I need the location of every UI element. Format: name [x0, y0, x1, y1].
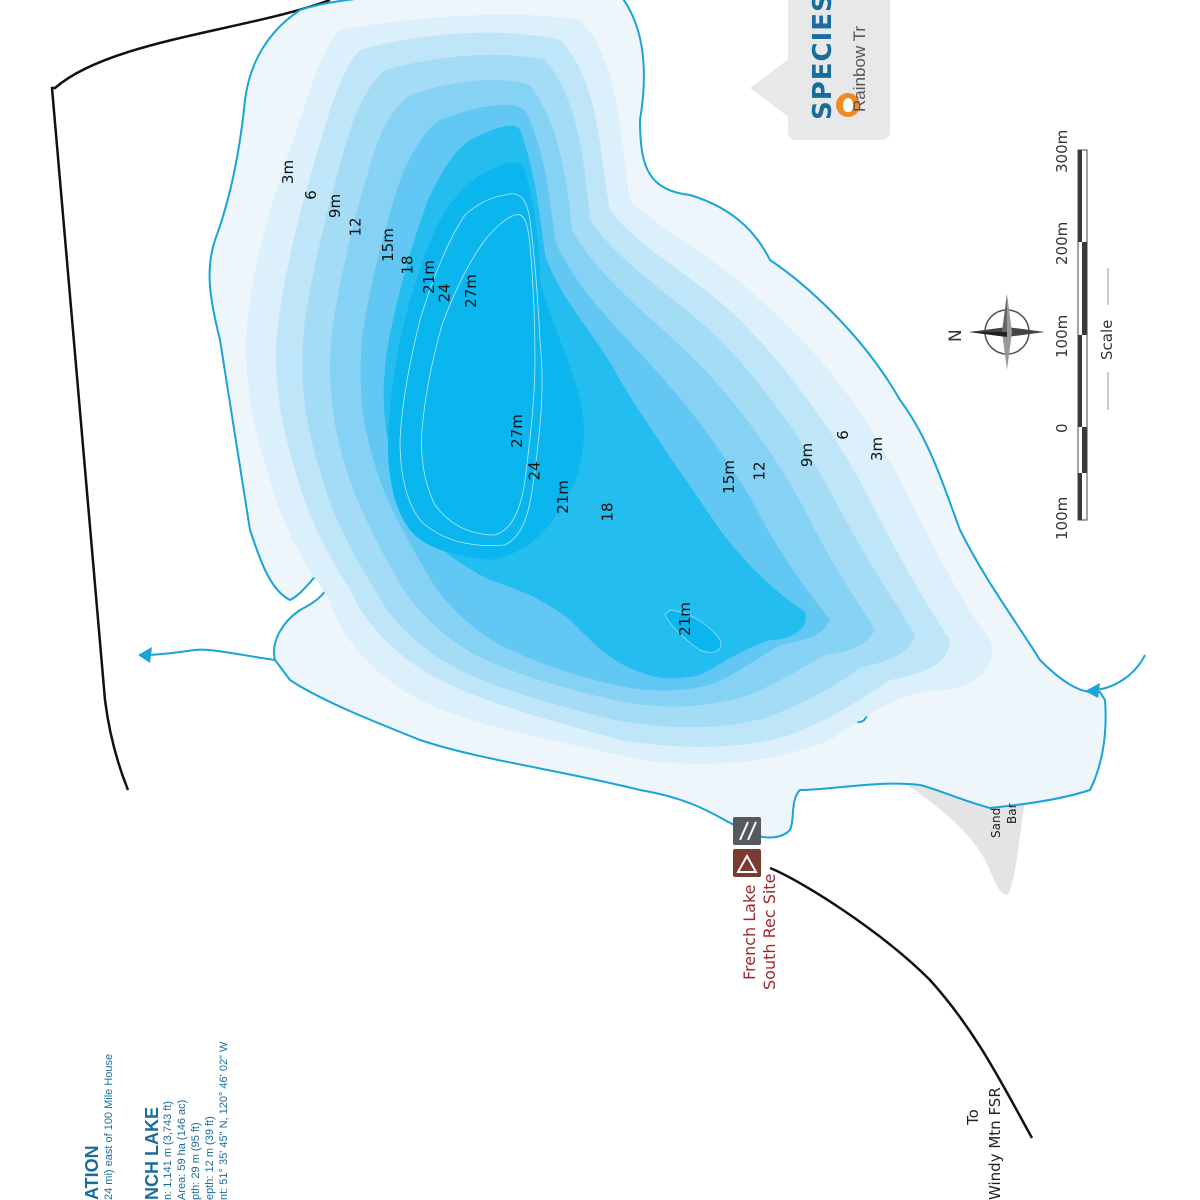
road-label-line2: Windy Mtn FSR — [986, 1087, 1004, 1200]
inflow-stream — [1094, 654, 1146, 691]
lake-info-line: pth: 29 m (95 ft) — [190, 1122, 202, 1200]
lake-info-line: n: 1,141 m (3,743 ft) — [162, 1100, 174, 1200]
scale-tick-300: 300m — [1053, 129, 1071, 173]
lake-info-line: Area: 59 ha (146 ac) — [176, 1099, 188, 1200]
depth-band-south-21 — [664, 609, 722, 653]
outflow-arrow-icon — [138, 647, 152, 663]
lake-info-line: nt: 51° 35' 45" N, 120° 46' 02" W — [218, 1041, 230, 1200]
contour-27 — [421, 214, 536, 536]
road-label-line1: To — [964, 1109, 982, 1125]
contour-24 — [399, 193, 543, 546]
depth-label: 27m — [461, 274, 480, 308]
boat-launch-icon — [733, 817, 761, 845]
scale-tick-100: 100m — [1053, 314, 1071, 358]
species-card — [788, 0, 890, 140]
depth-label: 12 — [346, 217, 365, 237]
lake-info-line: epth: 12 m (39 ft) — [204, 1116, 216, 1200]
rec-site-label: French Lake South Rec Site — [740, 874, 780, 990]
location-info: ATION 24 mi) east of 100 Mile House — [82, 1054, 115, 1200]
lake-info: NCH LAKE n: 1,141 m (3,743 ft) Area: 59 … — [142, 1041, 231, 1200]
depth-label: 24 — [435, 283, 454, 303]
depth-label: 3m — [279, 159, 298, 185]
depth-label: 6 — [833, 430, 852, 440]
fish-icon — [836, 93, 860, 117]
road-west — [50, 0, 331, 791]
depth-label: 12 — [750, 461, 769, 481]
inflow-arrow-icon — [1085, 683, 1100, 698]
scale-title: Scale — [1098, 319, 1116, 360]
species-item: Rainbow Tr — [850, 26, 869, 112]
depth-label: 21m — [675, 602, 694, 636]
scale-bar — [1077, 149, 1109, 521]
scale-tick-200: 200m — [1053, 221, 1071, 265]
depth-label: 18 — [398, 255, 417, 275]
depth-label: 3m — [868, 436, 887, 462]
lake-heading: NCH LAKE — [142, 1107, 162, 1200]
species-title: SPECIES — [808, 0, 838, 120]
depth-label: 21m — [553, 480, 572, 514]
species-card-pointer — [750, 58, 790, 118]
compass-north-label: N — [946, 329, 966, 342]
depth-band-21-24 — [388, 162, 584, 560]
depth-label: 15m — [719, 460, 738, 494]
rec-site-label-line2: South Rec Site — [760, 873, 779, 990]
depth-label: 27m — [507, 414, 526, 448]
road-south — [769, 866, 1034, 1139]
sand-bar — [900, 780, 1025, 895]
depth-label: 24 — [525, 461, 544, 481]
depth-label: 15m — [378, 228, 397, 262]
compass-rose-icon — [969, 294, 1045, 370]
depth-label: 18 — [598, 502, 617, 522]
road-label: To Windy Mtn FSR — [962, 1087, 1006, 1200]
sand-bar-label-line2: Bar — [1005, 803, 1019, 824]
scale-tick-0: 0 — [1053, 423, 1071, 433]
location-heading: ATION — [82, 1145, 102, 1200]
depth-label: 6 — [301, 190, 320, 200]
rec-site-label-line1: French Lake — [740, 884, 759, 980]
location-text: 24 mi) east of 100 Mile House — [103, 1053, 115, 1200]
campsite-icon — [733, 849, 761, 877]
depth-label: 9m — [798, 442, 817, 468]
sand-bar-label-line1: Sand — [989, 807, 1003, 838]
outflow-stream — [144, 648, 276, 661]
scale-tick-neg100: 100m — [1053, 496, 1071, 540]
sand-bar-label: Sand Bar — [988, 803, 1020, 838]
depth-label: 9m — [326, 193, 345, 219]
